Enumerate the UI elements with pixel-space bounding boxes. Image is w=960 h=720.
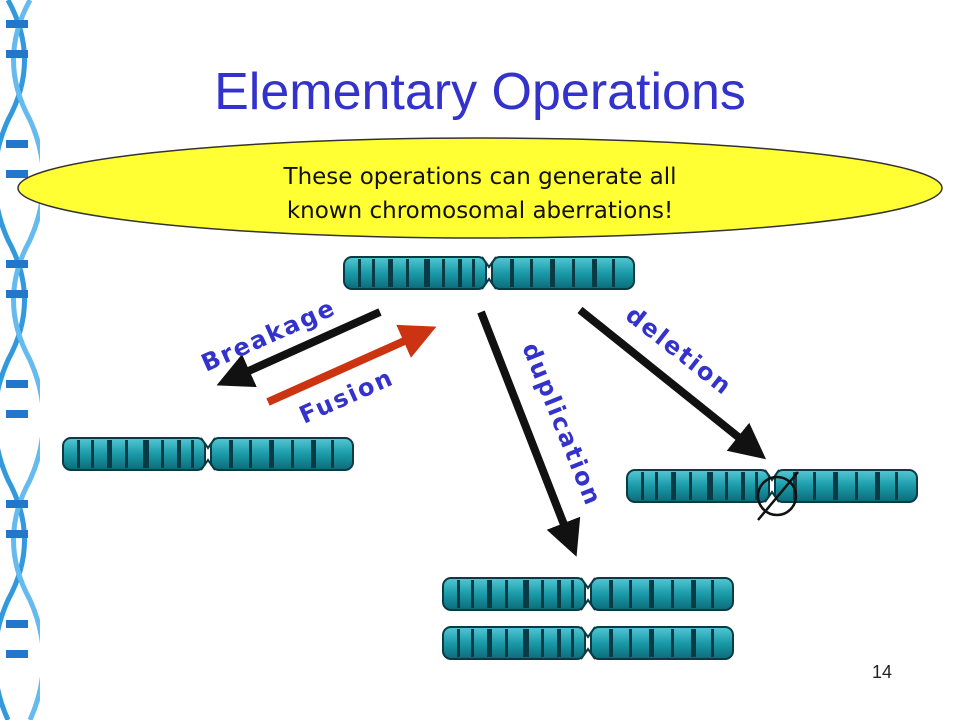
- duplication-label: duplication: [516, 339, 607, 510]
- chromosome-original: [343, 256, 635, 290]
- dna-strand-decoration: [0, 0, 40, 720]
- callout-text: These operations can generate all known …: [180, 160, 780, 228]
- callout-line-2: known chromosomal aberrations!: [286, 198, 674, 224]
- fusion-arrow: [266, 324, 437, 406]
- chromosome-duplication-copy-1: [442, 577, 734, 611]
- chromosome-duplication-copy-2: [442, 626, 734, 660]
- duplication-arrow: [477, 310, 581, 557]
- empty-set-icon: [756, 471, 799, 521]
- breakage-arrow: [216, 308, 382, 388]
- callout-ellipse: [17, 137, 943, 239]
- page-number: 14: [872, 662, 893, 682]
- slide-title: Elementary Operations: [214, 63, 746, 121]
- callout-line-1: These operations can generate all: [283, 164, 677, 190]
- chromosome-deletion-result: [626, 469, 918, 503]
- chromosome-breakage-result: [62, 437, 354, 471]
- fusion-label: Fusion: [295, 363, 398, 429]
- deletion-arrow: [577, 306, 767, 460]
